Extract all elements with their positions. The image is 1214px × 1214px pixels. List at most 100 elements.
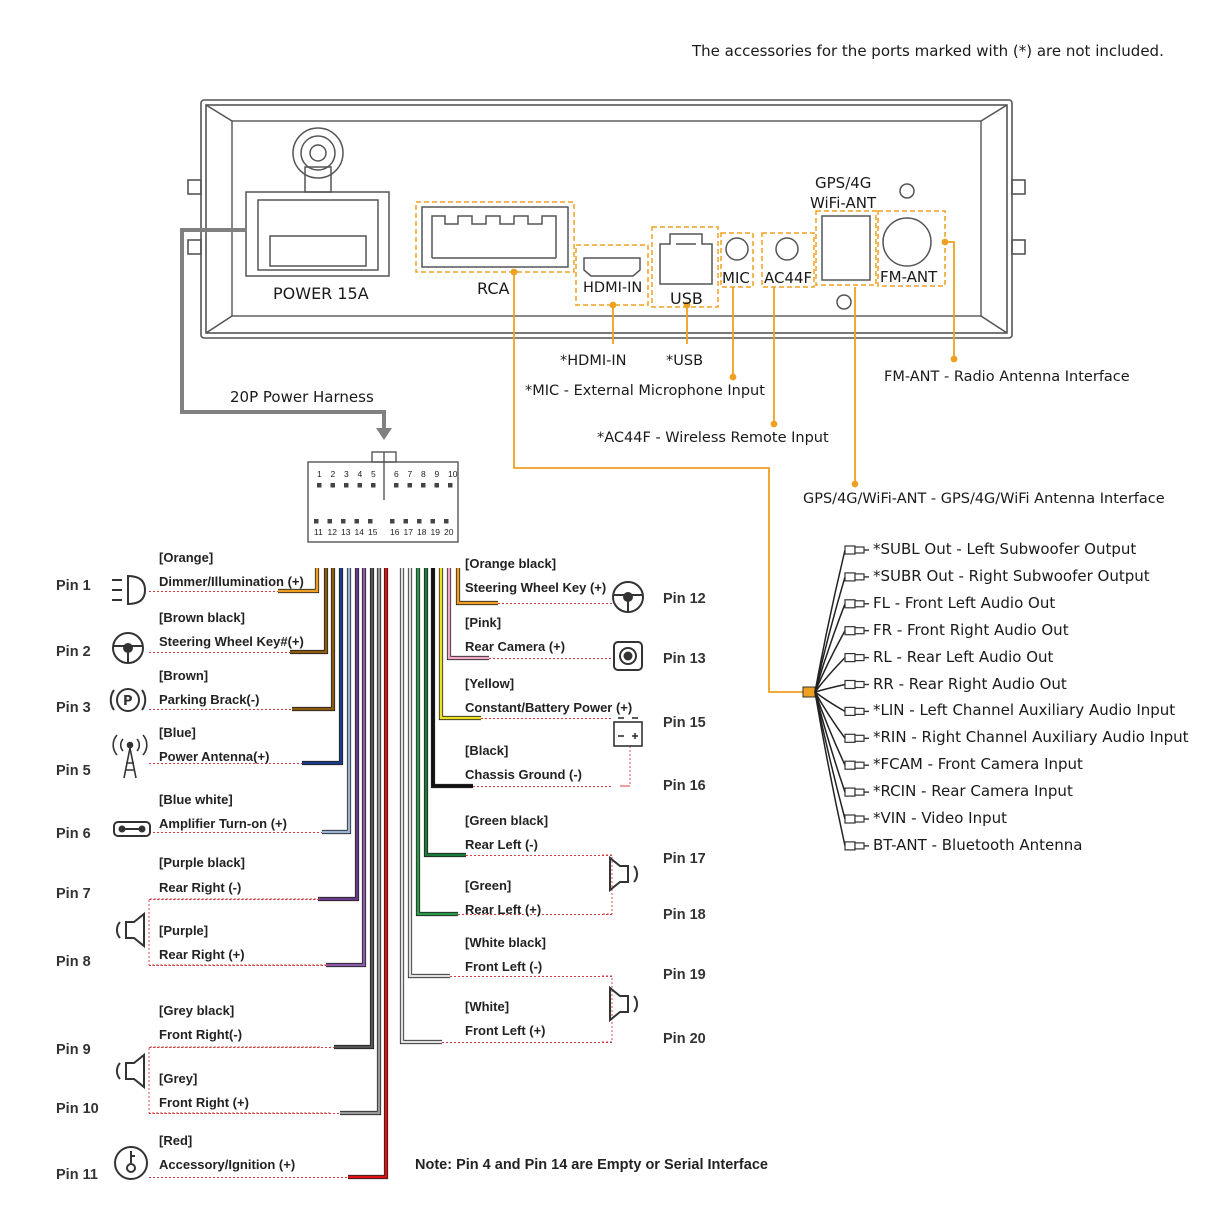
pair-bracket bbox=[148, 898, 330, 966]
hdmi-callout: *HDMI-IN bbox=[560, 353, 627, 369]
rca-port-shape bbox=[415, 201, 575, 273]
connector-pin-dot bbox=[371, 483, 376, 488]
wire bbox=[292, 568, 335, 711]
ac44f-callout: *AC44F - Wireless Remote Input bbox=[597, 430, 829, 446]
gps-port-shape bbox=[815, 183, 915, 310]
connector-pin-number: 12 bbox=[327, 527, 337, 537]
steering-wheel-icon bbox=[112, 632, 144, 664]
rca-output-label: FR - Front Right Audio Out bbox=[873, 620, 1069, 639]
wire-function-label: Rear Camera (+) bbox=[465, 639, 566, 654]
rca-output-label: FL - Front Left Audio Out bbox=[873, 593, 1056, 612]
wire-function-label: Front Left (+) bbox=[465, 1023, 546, 1038]
pair-bracket bbox=[148, 1046, 330, 1114]
ac44f-port-label: AC44F bbox=[764, 269, 813, 287]
pin-number-label: Pin 1 bbox=[56, 578, 91, 594]
wire bbox=[340, 568, 381, 1115]
pin-number-label: Pin 7 bbox=[56, 886, 91, 902]
pin-number-label: Pin 2 bbox=[56, 644, 91, 660]
wire-function-label: Rear Left (-) bbox=[465, 837, 538, 852]
wire-function-label: Dimmer/Illumination (+) bbox=[159, 574, 304, 589]
rca-output-label: RR - Rear Right Audio Out bbox=[873, 674, 1067, 693]
speaker-icon bbox=[609, 855, 638, 893]
pin-number-label: Pin 8 bbox=[56, 954, 91, 970]
rca-port-label: RCA bbox=[477, 279, 510, 298]
rca-plug-icon bbox=[844, 787, 869, 797]
gps-callout: GPS/4G/WiFi-ANT - GPS/4G/WiFi Antenna In… bbox=[803, 491, 1165, 507]
wire-color-label: [Purple] bbox=[159, 923, 209, 938]
connector-pin-dot bbox=[357, 483, 362, 488]
rca-plug-icon bbox=[844, 814, 869, 824]
ignition-key-icon bbox=[114, 1146, 148, 1180]
wire-color-label: [Grey] bbox=[159, 1071, 198, 1086]
connector-pin-number: 4 bbox=[357, 469, 363, 479]
usb-port-label: USB bbox=[670, 289, 703, 308]
connector-pin-number: 19 bbox=[430, 527, 440, 537]
wire bbox=[424, 568, 466, 857]
rca-lead bbox=[814, 657, 846, 693]
wire bbox=[447, 568, 489, 660]
wire-function-label: Front Left (-) bbox=[465, 959, 543, 974]
hdmi-port-shape bbox=[575, 244, 649, 306]
wire-color-label: [Brown] bbox=[159, 668, 209, 683]
mic-callout: *MIC - External Microphone Input bbox=[525, 383, 765, 399]
pin-number-label: Pin 20 bbox=[663, 1031, 706, 1047]
connector-pin-dot bbox=[341, 519, 346, 524]
rca-plug-icon bbox=[844, 626, 869, 636]
svg-text:P: P bbox=[123, 694, 133, 709]
rca-plug-icon bbox=[844, 572, 869, 582]
rca-output-label: BT-ANT - Bluetooth Antenna bbox=[873, 835, 1083, 854]
ac44f-port-shape bbox=[761, 232, 815, 288]
wire-function-label: Rear Left (+) bbox=[465, 902, 542, 917]
harness-title: 20P Power Harness bbox=[230, 388, 374, 406]
connector-pin-number: 6 bbox=[394, 469, 399, 479]
wire-color-label: [Pink] bbox=[465, 615, 502, 630]
connector-pin-number: 15 bbox=[368, 527, 378, 537]
rca-plug-icon bbox=[844, 760, 869, 770]
wire bbox=[456, 568, 498, 605]
wire-color-label: [Orange black] bbox=[465, 556, 557, 571]
mic-port-shape bbox=[720, 232, 754, 288]
connector-pin-dot bbox=[403, 519, 408, 524]
pin-number-label: Pin 13 bbox=[663, 651, 706, 667]
gps-port-label-2: WiFi-ANT bbox=[810, 194, 877, 212]
pin-number-label: Pin 12 bbox=[663, 591, 706, 607]
connector-pin-dot bbox=[317, 483, 322, 488]
rca-output-label: *RCIN - Rear Camera Input bbox=[873, 782, 1073, 801]
fm-port-label: FM-ANT bbox=[880, 268, 938, 286]
accessories-note: The accessories for the ports marked wit… bbox=[692, 42, 1164, 60]
wire-function-label: Front Right (+) bbox=[159, 1095, 249, 1110]
connector-pin-dot bbox=[330, 483, 335, 488]
connector-pin-dot bbox=[354, 519, 359, 524]
connector-pin-dot bbox=[444, 519, 449, 524]
connector-pin-dot bbox=[434, 483, 439, 488]
connector-pin-dot bbox=[314, 519, 319, 524]
fm-callout: FM-ANT - Radio Antenna Interface bbox=[884, 369, 1130, 385]
rca-output-label: *VIN - Video Input bbox=[873, 809, 1007, 827]
rca-lead bbox=[814, 603, 846, 693]
wire-function-label: Rear Right (-) bbox=[159, 880, 242, 895]
mic-port-label: MIC bbox=[722, 269, 750, 287]
wire-color-label: [Green] bbox=[465, 878, 512, 893]
pin-number-label: Pin 17 bbox=[663, 851, 706, 867]
wire-function-label: Amplifier Turn-on (+) bbox=[159, 816, 287, 831]
steering-wheel-icon bbox=[612, 581, 644, 613]
rca-lead bbox=[814, 630, 846, 693]
connector-pin-dot bbox=[430, 519, 435, 524]
fm-port-shape bbox=[877, 210, 946, 287]
wire bbox=[322, 568, 351, 834]
connector-pin-dot bbox=[344, 483, 349, 488]
head-unit-chassis bbox=[187, 99, 1026, 339]
rca-plug-icon bbox=[844, 679, 869, 690]
connector-pin-number: 1 bbox=[317, 469, 322, 479]
rca-plug-icon bbox=[844, 733, 869, 743]
rca-fanout bbox=[802, 545, 869, 851]
connector-pin-number: 14 bbox=[354, 527, 364, 537]
camera-icon bbox=[613, 641, 643, 671]
wire-color-label: [Green black] bbox=[465, 813, 549, 828]
harness-connector-shape bbox=[307, 451, 459, 543]
wire bbox=[326, 568, 366, 967]
wire-function-label: Power Antenna(+) bbox=[159, 749, 270, 764]
pin-number-label: Pin 18 bbox=[663, 907, 706, 923]
wire bbox=[302, 568, 343, 765]
